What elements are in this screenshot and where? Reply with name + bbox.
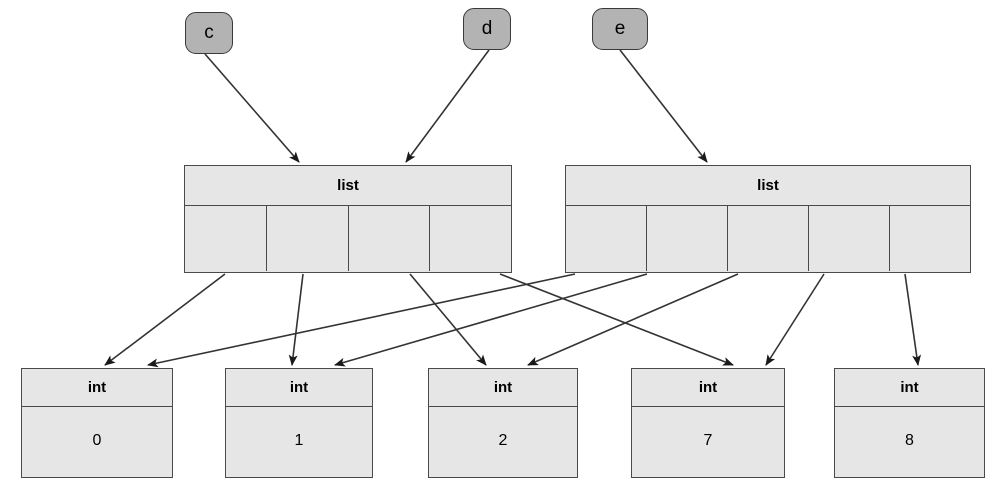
variable-node-c[interactable]: c bbox=[185, 12, 233, 54]
object-type-label: list bbox=[566, 166, 970, 206]
object-type-label: list bbox=[185, 166, 511, 206]
edge-listleft-2-to-int-2 bbox=[409, 273, 487, 366]
object-body: 1 bbox=[226, 407, 372, 476]
int-value: 7 bbox=[632, 407, 784, 476]
edge-listleft-1-to-int-1 bbox=[288, 273, 304, 366]
object-body bbox=[185, 206, 511, 271]
list-slot-3[interactable] bbox=[809, 206, 890, 271]
edge-listright-4-to-int-8 bbox=[904, 273, 922, 366]
object-type-label: int bbox=[22, 369, 172, 407]
edge-listright-1-to-int-1 bbox=[334, 273, 648, 367]
edge-e-to-list-right bbox=[619, 49, 708, 163]
object-body: 2 bbox=[429, 407, 577, 476]
edge-listright-3-to-int-7 bbox=[765, 273, 825, 366]
int-value: 8 bbox=[835, 407, 984, 476]
list-slot-4[interactable] bbox=[890, 206, 970, 271]
list-slot-1[interactable] bbox=[266, 206, 349, 271]
edge-d-to-list-left bbox=[405, 49, 490, 163]
object-type-label: int bbox=[632, 369, 784, 407]
object-type-label: int bbox=[226, 369, 372, 407]
object-body: 8 bbox=[835, 407, 984, 476]
edge-c-to-list-left bbox=[204, 53, 300, 163]
list-slot-0[interactable] bbox=[566, 206, 647, 271]
list-slot-2[interactable] bbox=[728, 206, 809, 271]
edge-listleft-0-to-int-0 bbox=[104, 273, 226, 366]
object-body: 7 bbox=[632, 407, 784, 476]
list-slot-3[interactable] bbox=[430, 206, 511, 271]
object-box-list-right[interactable]: list bbox=[565, 165, 971, 273]
list-slot-1[interactable] bbox=[647, 206, 728, 271]
object-body: 0 bbox=[22, 407, 172, 476]
object-type-label: int bbox=[835, 369, 984, 407]
edge-listright-0-to-int-0 bbox=[147, 273, 576, 368]
list-slot-0[interactable] bbox=[185, 206, 267, 271]
edge-listleft-3-to-int-7 bbox=[499, 273, 734, 366]
list-slot-2[interactable] bbox=[348, 206, 431, 271]
object-box-list-left[interactable]: list bbox=[184, 165, 512, 273]
object-body bbox=[566, 206, 970, 271]
variable-node-d[interactable]: d bbox=[463, 8, 511, 50]
edge-listright-2-to-int-2 bbox=[527, 273, 739, 366]
int-value: 2 bbox=[429, 407, 577, 476]
int-value: 0 bbox=[22, 407, 172, 476]
variable-node-e[interactable]: e bbox=[592, 8, 648, 50]
object-type-label: int bbox=[429, 369, 577, 407]
int-value: 1 bbox=[226, 407, 372, 476]
